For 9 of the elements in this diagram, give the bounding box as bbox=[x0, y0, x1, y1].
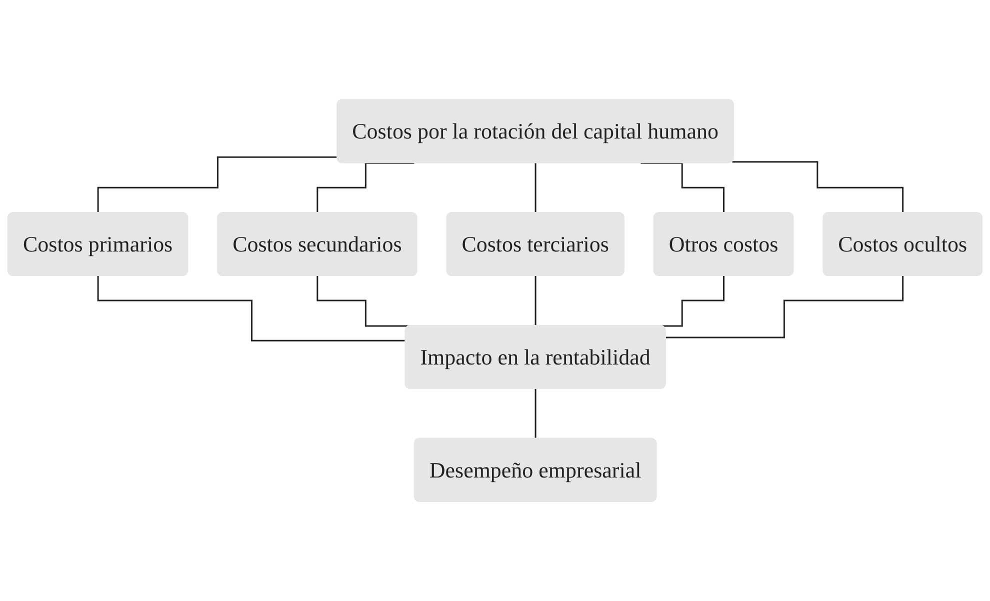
connector bbox=[732, 161, 904, 214]
connector bbox=[534, 388, 537, 440]
connector bbox=[666, 275, 904, 338]
connector bbox=[97, 156, 338, 214]
connector bbox=[534, 162, 537, 214]
connector bbox=[97, 275, 406, 342]
connector bbox=[640, 162, 725, 214]
connector bbox=[534, 275, 537, 327]
connector bbox=[316, 162, 414, 214]
